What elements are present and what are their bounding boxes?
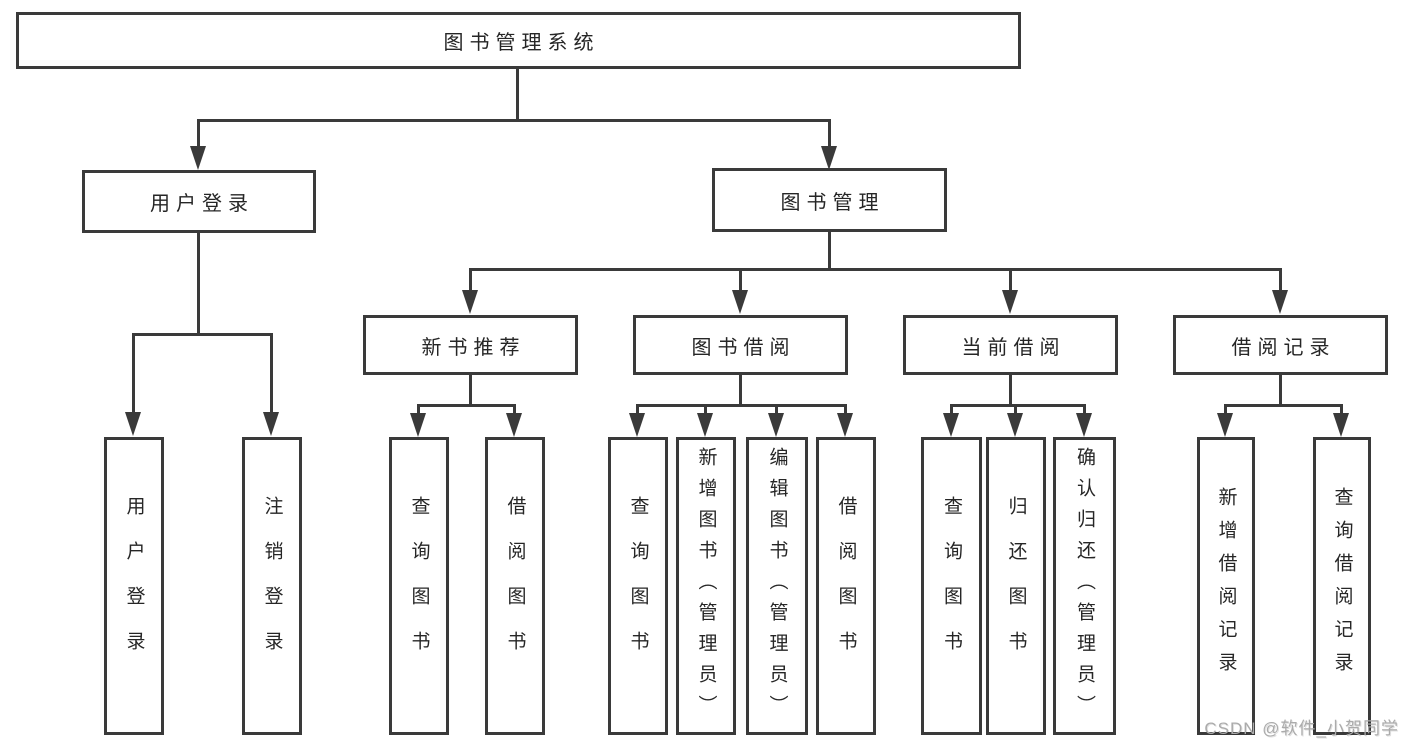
leaf-borrow-add-book-admin: 新增图书（管理员）	[676, 437, 736, 735]
arrow-down-icon	[943, 413, 959, 437]
connector-stem	[1279, 268, 1282, 292]
connector-stem	[844, 404, 847, 416]
arrow-down-icon	[1217, 413, 1233, 437]
watermark-text: CSDN @软件_小贺同学	[1204, 719, 1399, 738]
connector-stem	[1340, 404, 1343, 416]
node-label: 当前借阅	[961, 336, 1066, 359]
connector-bookborrow-h	[636, 404, 847, 407]
connector-currentborrow-h	[950, 404, 1086, 407]
connector-root-v	[516, 69, 519, 121]
node-label: 图书管理	[780, 191, 885, 214]
arrow-down-icon	[821, 146, 837, 170]
leaf-label: 确认归还（管理员）	[1074, 446, 1095, 726]
node-book-management: 图书管理	[712, 168, 947, 232]
node-label: 用户登录	[150, 193, 254, 215]
node-label: 图书管理系统	[443, 32, 600, 54]
connector-user-login-v	[197, 233, 200, 336]
node-system-root: 图书管理系统	[16, 12, 1021, 69]
connector-stem	[1009, 268, 1012, 292]
connector-stem	[828, 119, 831, 149]
connector-newbook-v	[469, 375, 472, 407]
arrow-down-icon	[125, 412, 141, 436]
arrow-down-icon	[263, 412, 279, 436]
node-label: 图书借阅	[691, 336, 796, 359]
node-new-book-recommend: 新书推荐	[363, 315, 578, 375]
connector-stem	[1083, 404, 1086, 416]
connector-level1-h	[197, 119, 831, 122]
leaf-label: 借阅图书	[835, 496, 857, 676]
node-label: 新书推荐	[421, 336, 526, 359]
connector-stem	[197, 119, 200, 149]
connector-stem	[469, 268, 472, 292]
arrow-down-icon	[1076, 413, 1092, 437]
leaf-logout: 注销登录	[242, 437, 302, 735]
leaf-borrow-borrow-book: 借阅图书	[816, 437, 876, 735]
leaf-label: 用户登录	[123, 496, 145, 676]
connector-stem	[1224, 404, 1227, 416]
leaf-borrow-edit-book-admin: 编辑图书（管理员）	[746, 437, 808, 735]
arrow-down-icon	[837, 413, 853, 437]
leaf-record-query: 查询借阅记录	[1313, 437, 1371, 735]
arrow-down-icon	[629, 413, 645, 437]
connector-borrowrecord-h	[1224, 404, 1343, 407]
leaf-label: 查询图书	[408, 496, 430, 676]
arrow-down-icon	[1272, 290, 1288, 314]
leaf-record-add: 新增借阅记录	[1197, 437, 1255, 735]
connector-stem	[636, 404, 639, 416]
connector-stem	[513, 404, 516, 416]
node-label: 借阅记录	[1231, 336, 1336, 359]
connector-stem	[1014, 404, 1017, 416]
leaf-borrow-query-book: 查询图书	[608, 437, 668, 735]
arrow-down-icon	[768, 413, 784, 437]
leaf-label: 借阅图书	[504, 496, 526, 676]
leaf-current-return-book: 归还图书	[986, 437, 1046, 735]
leaf-label: 查询图书	[627, 496, 649, 676]
arrow-down-icon	[697, 413, 713, 437]
leaf-label: 编辑图书（管理员）	[766, 446, 788, 726]
connector-currentborrow-v	[1009, 375, 1012, 407]
node-current-borrow: 当前借阅	[903, 315, 1118, 375]
connector-level3-h	[469, 268, 1282, 271]
leaf-rec-borrow-book: 借阅图书	[485, 437, 545, 735]
connector-stem	[270, 333, 273, 413]
leaf-current-query-book: 查询图书	[921, 437, 982, 735]
arrow-down-icon	[462, 290, 478, 314]
connector-stem	[950, 404, 953, 416]
connector-stem	[739, 268, 742, 292]
connector-stem	[704, 404, 707, 416]
arrow-down-icon	[732, 290, 748, 314]
connector-bookborrow-v	[739, 375, 742, 407]
arrow-down-icon	[1007, 413, 1023, 437]
node-borrow-record: 借阅记录	[1173, 315, 1388, 375]
arrow-down-icon	[1002, 290, 1018, 314]
leaf-label: 新增借阅记录	[1215, 487, 1237, 685]
arrow-down-icon	[190, 146, 206, 170]
leaf-label: 新增图书（管理员）	[695, 446, 717, 726]
arrow-down-icon	[1333, 413, 1349, 437]
leaf-label: 查询借阅记录	[1331, 487, 1353, 685]
leaf-label: 查询图书	[941, 496, 962, 676]
connector-borrowrecord-v	[1279, 375, 1282, 407]
connector-newbook-h	[417, 404, 516, 407]
arrow-down-icon	[506, 413, 522, 437]
leaf-label: 归还图书	[1005, 496, 1027, 676]
leaf-user-login: 用户登录	[104, 437, 164, 735]
arrow-down-icon	[410, 413, 426, 437]
leaf-label: 注销登录	[261, 496, 283, 676]
leaf-current-confirm-return-admin: 确认归还（管理员）	[1053, 437, 1116, 735]
connector-stem	[775, 404, 778, 416]
node-book-borrow: 图书借阅	[633, 315, 848, 375]
leaf-rec-query-book: 查询图书	[389, 437, 449, 735]
connector-stem	[132, 333, 135, 413]
connector-user-login-h	[132, 333, 273, 336]
node-user-login: 用户登录	[82, 170, 316, 233]
connector-stem	[417, 404, 420, 416]
connector-book-mgmt-v	[828, 232, 831, 271]
